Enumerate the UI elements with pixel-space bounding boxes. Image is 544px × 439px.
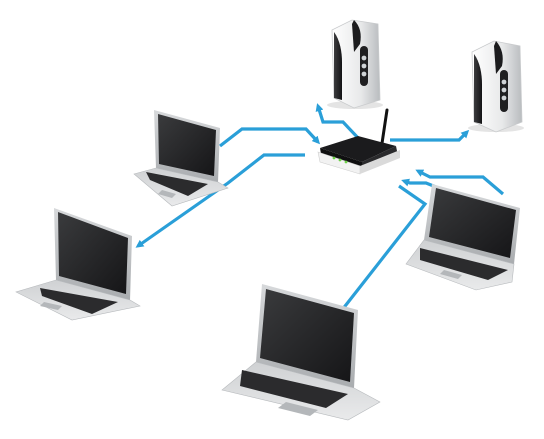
link-laptop4-router [340,184,428,311]
laptop-4 [221,284,381,421]
link-router-laptop2 [135,153,305,248]
link-laptop1-router [219,127,321,148]
laptop-2 [15,208,141,321]
server-1 [327,19,383,109]
laptop-3 [405,184,520,291]
server-2 [468,40,524,133]
link-laptop3-router [415,169,505,196]
link-router-server2 [390,129,470,142]
laptop-1 [133,110,229,207]
server-1-led-a [361,55,367,61]
wireless-router [317,108,400,175]
link-router-server1 [315,103,362,142]
